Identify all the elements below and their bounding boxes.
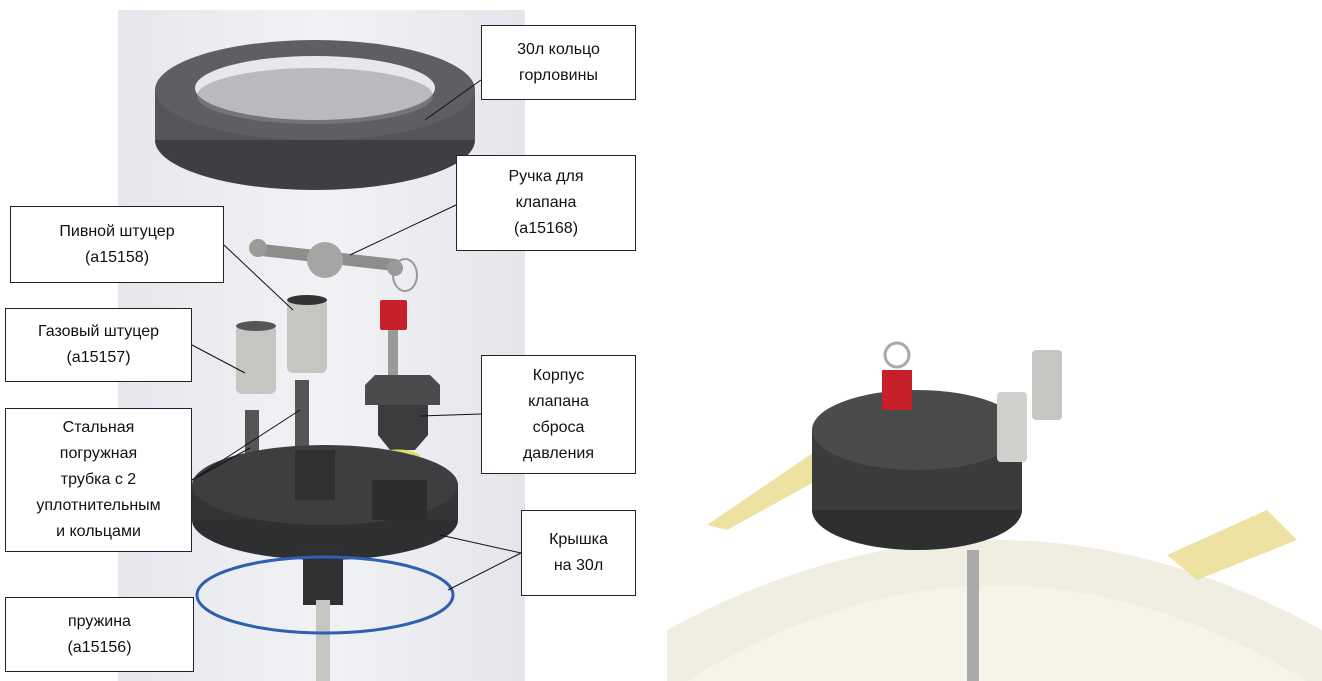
leader-lines [191,79,522,591]
dip-tube-lower [316,600,330,681]
label-valve-handle: Ручка для клапана (a15168) [456,155,636,251]
valve-body-part [365,375,440,450]
red-valve-part [380,300,407,330]
assembled-lid-photo [667,300,1322,681]
label-valve-body: Корпус клапана сброса давления [481,355,636,474]
right-handle [1167,510,1297,580]
neck-ring-part [155,40,475,190]
label-dip-tube: Стальная погружная трубка с 2 уплотнител… [5,408,192,552]
label-gas-fitting: Газовый штуцер (a15157) [5,308,192,382]
assembled-lid-illustration [667,341,1322,681]
valve-handle-part [249,239,418,292]
lid-part [192,445,458,605]
left-handle [707,450,827,530]
label-beer-fitting: Пивной штуцер (a15158) [10,206,224,283]
label-spring: пружина (a15156) [5,597,194,672]
label-neck-ring: 30л кольцо горловины [481,25,636,100]
spring-ring-part [195,555,455,635]
gas-fitting-part [236,321,276,394]
beer-fitting-part [287,295,327,373]
label-lid: Крышка на 30л [521,510,636,596]
